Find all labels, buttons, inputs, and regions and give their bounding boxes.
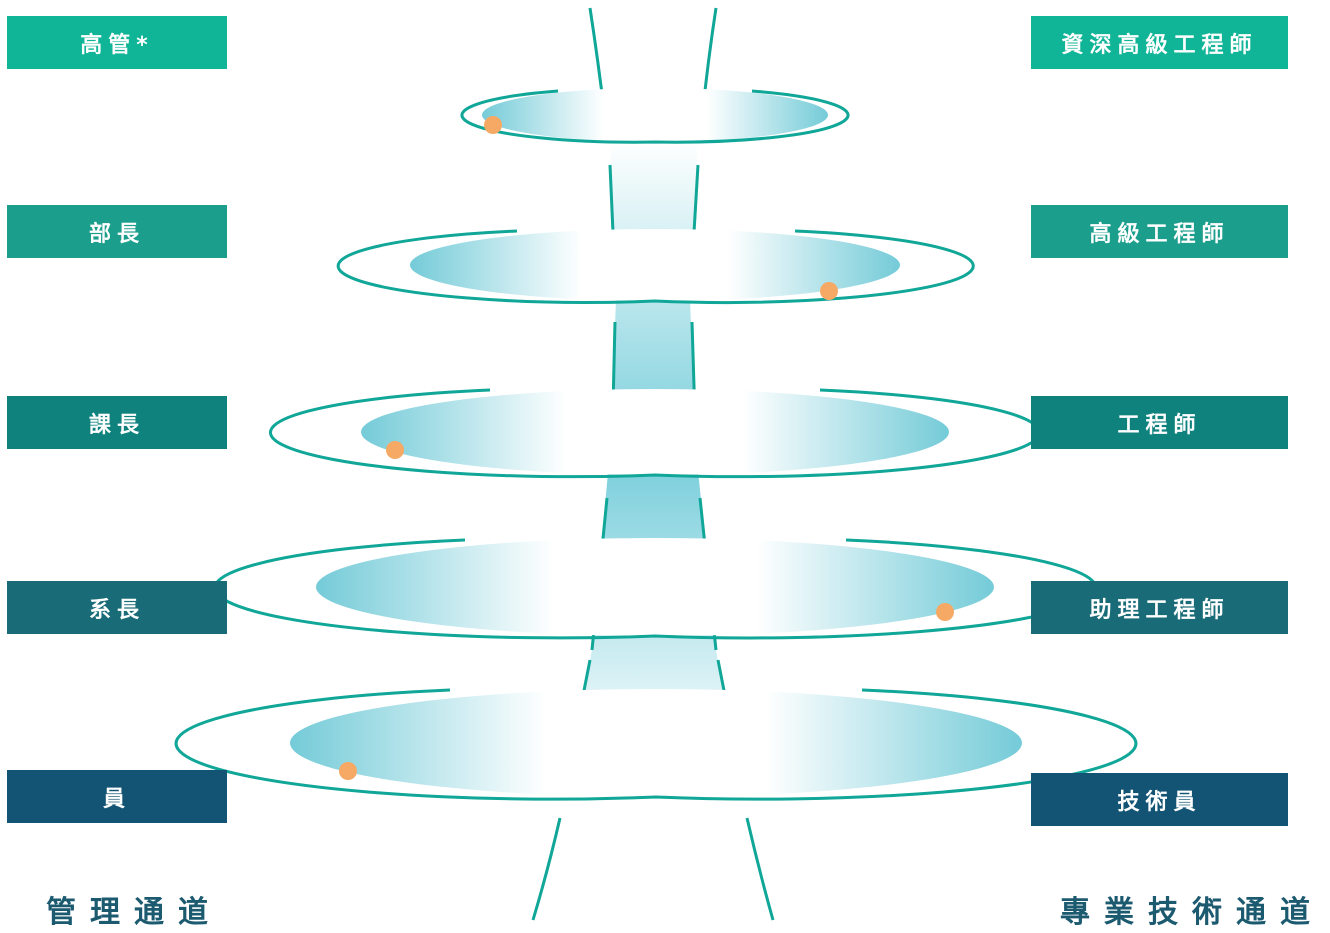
management-level-2-label: 部長 (88, 221, 145, 247)
management-level-4: 系長 (7, 581, 227, 634)
management-track-title: 管理通道 (46, 895, 222, 930)
management-level-5-label: 員 (102, 786, 131, 812)
tier-ring-1 (460, 88, 850, 144)
management-level-4-label: 系長 (88, 597, 145, 623)
technical-level-1: 資深高級工程師 (1031, 16, 1288, 69)
tower-bottom-right-line (745, 817, 775, 921)
marker-dot-1 (484, 116, 502, 134)
technical-level-3-label: 工程師 (1117, 412, 1202, 438)
management-level-5: 員 (7, 770, 227, 823)
management-level-3: 課長 (7, 396, 227, 449)
tier-ring-2 (336, 229, 975, 304)
management-level-3-label: 課長 (88, 412, 145, 438)
technical-level-5-label: 技術員 (1117, 789, 1202, 815)
tier-ring-5 (174, 688, 1138, 801)
technical-level-2-label: 高級工程師 (1089, 221, 1230, 247)
tier-ring-3 (268, 388, 1042, 479)
technical-level-5: 技術員 (1031, 773, 1288, 826)
management-level-1: 高管* (7, 16, 227, 69)
management-level-2: 部長 (7, 205, 227, 258)
technical-level-3: 工程師 (1031, 396, 1288, 449)
marker-dot-3 (386, 441, 404, 459)
marker-dot-4 (936, 603, 954, 621)
technical-level-4-label: 助理工程師 (1089, 597, 1230, 623)
marker-dot-2 (820, 282, 838, 300)
technical-level-2: 高級工程師 (1031, 205, 1288, 258)
marker-dot-5 (339, 762, 357, 780)
tier-ring-4 (213, 538, 1098, 640)
technical-level-4: 助理工程師 (1031, 581, 1288, 634)
management-level-1-label: 高管* (80, 32, 154, 58)
tower-bottom-left-line (531, 817, 562, 921)
technical-level-1-label: 資深高級工程師 (1061, 32, 1258, 58)
technical-track-title: 專業技術通道 (1060, 895, 1324, 930)
